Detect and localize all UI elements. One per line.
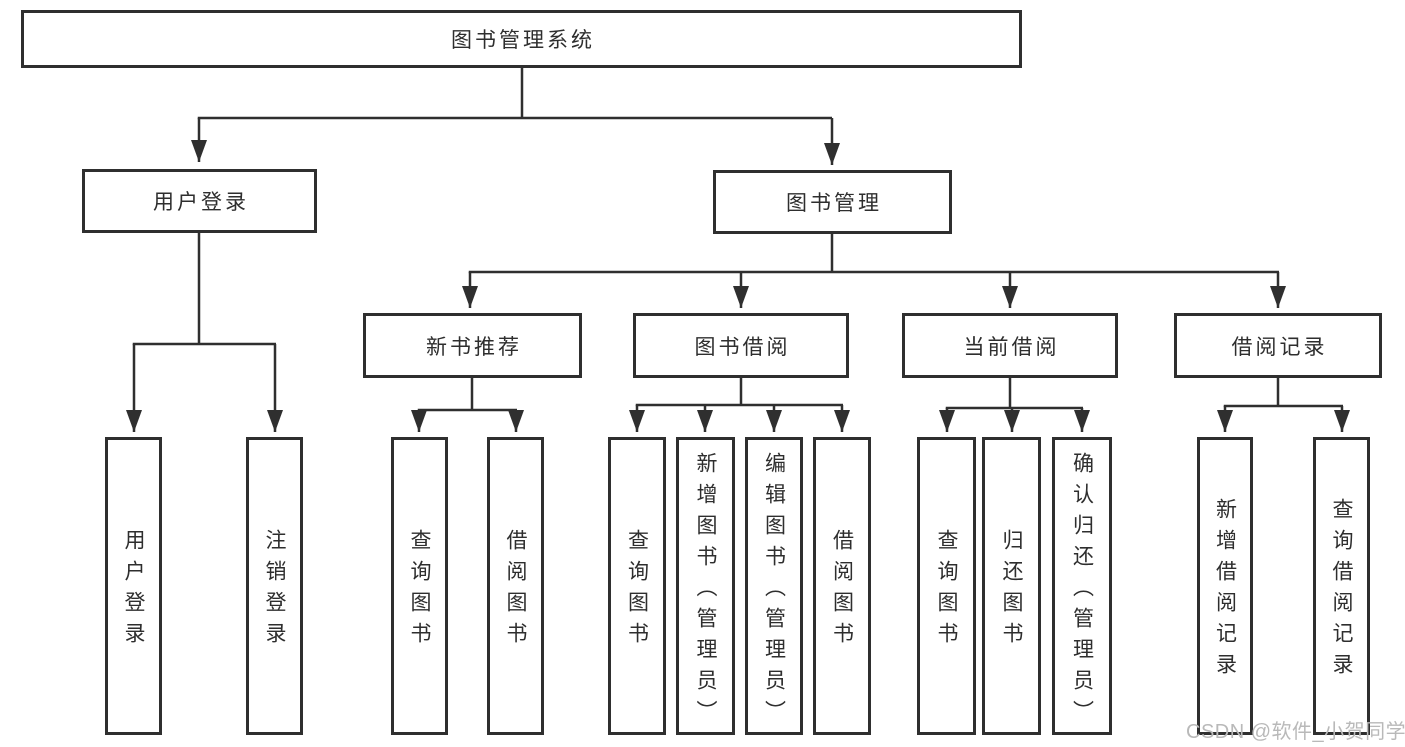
node-new-book-recommend: 新书推荐	[363, 313, 582, 378]
node-label: 查询图书	[625, 529, 649, 653]
node-book-management: 图书管理	[713, 170, 952, 234]
node-label: 用户登录	[122, 529, 145, 653]
node-query-borrow-record: 查询借阅记录	[1313, 437, 1370, 735]
node-confirm-return-admin: 确认归还（管理员）	[1052, 437, 1112, 735]
node-label: 查询图书	[408, 529, 431, 653]
node-label: 新增图书（管理员）	[694, 451, 717, 731]
node-label: 编辑图书（管理员）	[762, 451, 786, 731]
node-label: 借阅图书	[504, 529, 527, 653]
node-label: 查询借阅记录	[1330, 498, 1353, 684]
node-edit-book-admin: 编辑图书（管理员）	[745, 437, 803, 735]
node-library-system: 图书管理系统	[21, 10, 1022, 68]
node-label: 借阅记录	[1231, 335, 1328, 359]
node-label: 归还图书	[1000, 529, 1023, 653]
node-user-login-group: 用户登录	[82, 169, 317, 233]
node-user-login: 用户登录	[105, 437, 162, 735]
node-label: 查询图书	[935, 529, 958, 653]
node-return-book: 归还图书	[982, 437, 1041, 735]
node-label: 新书推荐	[426, 335, 522, 359]
node-add-book-admin: 新增图书（管理员）	[676, 437, 735, 735]
node-add-borrow-record: 新增借阅记录	[1197, 437, 1253, 735]
node-label: 借阅图书	[830, 529, 854, 653]
node-borrow-books-recommend: 借阅图书	[487, 437, 544, 735]
node-label: 注销登录	[263, 529, 286, 653]
node-query-books-borrowing: 查询图书	[608, 437, 666, 735]
node-label: 图书管理	[786, 192, 882, 215]
node-book-borrowing: 图书借阅	[633, 313, 849, 378]
node-logout: 注销登录	[246, 437, 303, 735]
node-query-books-current: 查询图书	[917, 437, 976, 735]
node-label: 当前借阅	[963, 335, 1060, 359]
node-borrow-records: 借阅记录	[1174, 313, 1382, 378]
node-label: 图书管理系统	[451, 29, 595, 52]
node-label: 确认归还（管理员）	[1070, 451, 1094, 731]
node-label: 新增借阅记录	[1213, 498, 1237, 684]
node-borrow-books-borrowing: 借阅图书	[813, 437, 871, 735]
node-label: 图书借阅	[694, 335, 791, 359]
node-query-books-recommend: 查询图书	[391, 437, 448, 735]
watermark: CSDN @软件_小贺同学	[1186, 721, 1405, 743]
node-label: 用户登录	[153, 191, 249, 214]
node-current-borrowing: 当前借阅	[902, 313, 1118, 378]
